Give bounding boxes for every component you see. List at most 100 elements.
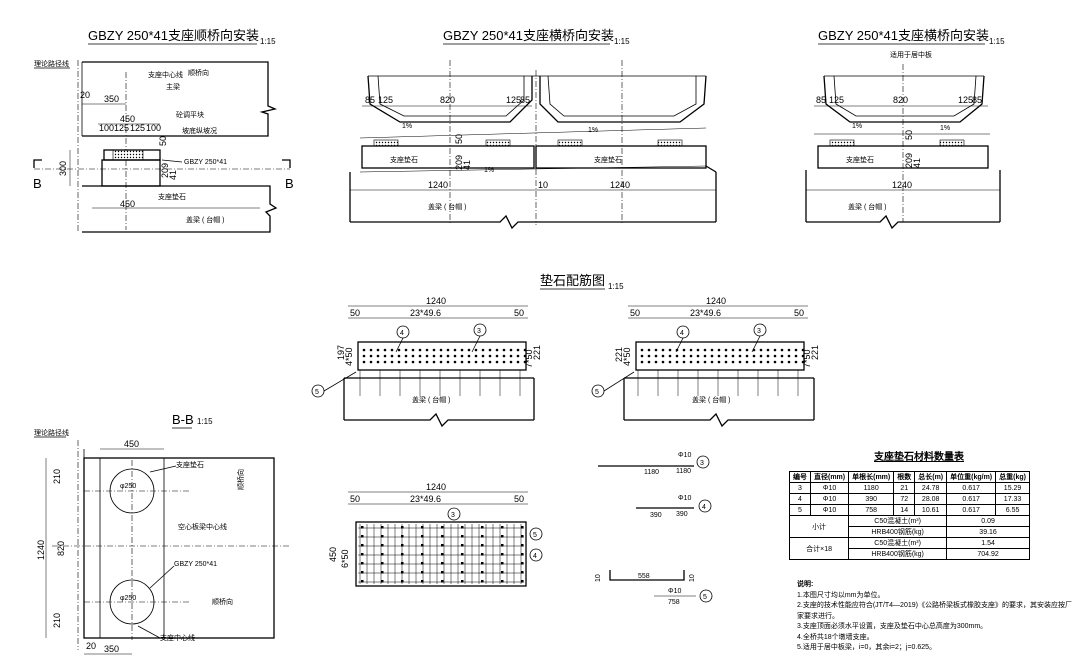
rebar-dot <box>509 354 513 358</box>
plan-node <box>521 544 524 547</box>
svg-text:4*50: 4*50 <box>622 347 632 366</box>
svg-text:3: 3 <box>451 512 455 519</box>
table-cell: Φ10 <box>809 504 850 516</box>
svg-text:GBZY 250*41支座顺桥向安装: GBZY 250*41支座顺桥向安装 <box>88 28 259 43</box>
plan-node <box>421 544 424 547</box>
plan-node <box>421 526 424 529</box>
rebar-dot <box>668 354 672 358</box>
rebar-dot <box>495 354 499 358</box>
plan-node <box>401 571 404 574</box>
plan-node <box>501 526 504 529</box>
table-cell: 24.78 <box>914 482 948 494</box>
svg-text:盖梁 ( 台帽 ): 盖梁 ( 台帽 ) <box>428 202 467 211</box>
svg-text:1:15: 1:15 <box>614 37 630 46</box>
svg-text:100: 100 <box>146 123 161 133</box>
table-cell: 0.617 <box>946 482 997 494</box>
rebar-dots-right <box>640 348 805 364</box>
rebar-dot <box>696 348 700 352</box>
plan-node <box>481 535 484 538</box>
svg-text:3: 3 <box>477 328 481 335</box>
table-row: 4 Φ10 390 72 28.08 0.617 17.33 <box>789 493 1030 505</box>
svg-text:GBZY 250*41支座横桥向安装: GBZY 250*41支座横桥向安装 <box>443 28 614 43</box>
rebar-dot <box>696 354 700 358</box>
svg-text:41: 41 <box>912 158 922 168</box>
table-cell: 0.09 <box>946 515 1030 527</box>
table-cell: 3 <box>789 482 811 494</box>
table-header-row: 编号 直径(mm) 单根长(mm) 根数 总长(m) 单位重(kg/m) 总重(… <box>789 471 1030 483</box>
longitudinal-view: 理论路径线 支座中心线 顺桥向 主梁 20 350 450 砼调平块 100 1… <box>33 59 294 233</box>
svg-text:1%: 1% <box>402 123 412 130</box>
rebar-dot <box>460 360 464 364</box>
plan-node <box>441 580 444 583</box>
table-cell: 1.54 <box>946 537 1030 549</box>
rebar-dot <box>675 360 679 364</box>
plan-node <box>361 535 364 538</box>
plan-node <box>501 580 504 583</box>
svg-text:φ250: φ250 <box>120 483 136 490</box>
svg-text:50: 50 <box>350 308 360 318</box>
plan-node <box>481 571 484 574</box>
notes-line: 4.全桥共18个墩墙支座。 <box>797 633 874 641</box>
rebar-dot <box>654 354 658 358</box>
rebar-dot <box>474 354 478 358</box>
rebar-dot <box>689 354 693 358</box>
table-row: 5 Φ10 758 14 10.61 0.617 6.55 <box>789 504 1030 516</box>
rebar-dot <box>383 360 387 364</box>
svg-text:1240: 1240 <box>426 482 446 492</box>
plan-node <box>441 544 444 547</box>
svg-text:Φ10: Φ10 <box>668 588 681 595</box>
table-cell: 39.16 <box>946 526 1030 538</box>
plan-node <box>481 544 484 547</box>
rebar-dot <box>801 354 805 358</box>
rebar-dot <box>668 348 672 352</box>
svg-text:理论路径线: 理论路径线 <box>34 59 69 68</box>
table-cell: 15.29 <box>995 482 1030 494</box>
rebar-dot <box>787 348 791 352</box>
rebar-dot <box>411 354 415 358</box>
rebar-dot <box>383 354 387 358</box>
rebar-dot <box>390 348 394 352</box>
rebar-dot <box>425 348 429 352</box>
svg-text:1:15: 1:15 <box>989 37 1005 46</box>
rebar-dot <box>689 360 693 364</box>
plan-node <box>501 553 504 556</box>
svg-text:820: 820 <box>56 541 66 556</box>
table-title: 支座垫石材料数量表 <box>874 452 964 463</box>
svg-text:50: 50 <box>904 130 914 140</box>
table-cell: 21 <box>893 482 916 494</box>
rebar-dot <box>647 360 651 364</box>
svg-text:820: 820 <box>893 95 908 105</box>
svg-text:209: 209 <box>160 163 170 178</box>
svg-text:1240: 1240 <box>706 296 726 306</box>
plan-node <box>461 562 464 565</box>
svg-text:50: 50 <box>158 136 168 146</box>
svg-text:GBZY 250*41: GBZY 250*41 <box>174 561 217 568</box>
rebar-dot <box>481 354 485 358</box>
svg-text:50: 50 <box>454 134 464 144</box>
rebar-dot <box>780 360 784 364</box>
rebar-dot <box>467 348 471 352</box>
rebar-dot <box>369 354 373 358</box>
svg-text:6*50: 6*50 <box>340 549 350 568</box>
notes-line: 3.支座顶面必须水平设置，支座及垫石中心总高度为300mm。 <box>797 623 988 630</box>
svg-text:支座中心线: 支座中心线 <box>148 70 183 79</box>
subtotal-label: 小计 <box>788 515 850 538</box>
plan-node <box>381 580 384 583</box>
rebar-dot <box>703 348 707 352</box>
svg-text:顺桥向: 顺桥向 <box>212 597 233 606</box>
rebar-dot <box>717 360 721 364</box>
svg-text:支座垫石: 支座垫石 <box>594 155 622 164</box>
table-cell: Φ10 <box>809 482 850 494</box>
table-header: 直径(mm) <box>809 471 850 483</box>
svg-text:20: 20 <box>86 641 96 651</box>
rebar-dot <box>362 354 366 358</box>
svg-text:顺桥向: 顺桥向 <box>188 68 209 77</box>
svg-text:7*50: 7*50 <box>802 349 812 368</box>
rebar-dot <box>717 354 721 358</box>
svg-text:390: 390 <box>676 511 688 518</box>
rebar-dot <box>404 360 408 364</box>
svg-text:23*49.6: 23*49.6 <box>410 494 441 504</box>
table-cell: 17.33 <box>995 493 1030 505</box>
svg-text:5: 5 <box>595 389 599 396</box>
